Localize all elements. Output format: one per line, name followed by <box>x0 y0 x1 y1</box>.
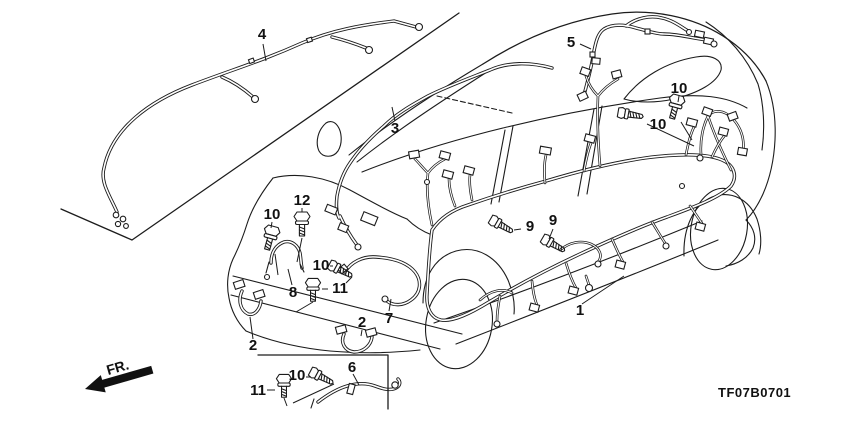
side-mirror <box>316 121 342 157</box>
callout-5: 5 <box>567 34 575 51</box>
grommet-harness-8 <box>263 239 305 281</box>
diagram-code: TF07B0701 <box>718 385 791 400</box>
callout-10-e: 10 <box>289 367 306 384</box>
callout-10-a: 10 <box>671 80 688 97</box>
inset-boundary-lines <box>60 12 460 241</box>
roof-wire-harness-4 <box>101 19 424 229</box>
quarter-window <box>623 55 722 103</box>
callout-10-c: 10 <box>264 206 281 223</box>
leader-lines <box>249 43 695 407</box>
callout-11-b: 11 <box>250 382 266 399</box>
callout-4: 4 <box>258 26 267 43</box>
fr-direction-arrow: FR. <box>85 356 154 393</box>
callout-3: 3 <box>391 120 399 137</box>
callout-11-a: 11 <box>332 280 348 297</box>
sub-cord-harness-7 <box>337 255 422 307</box>
callout-6: 6 <box>348 359 356 376</box>
front-wheel <box>425 278 493 370</box>
fr-label: FR. <box>104 356 130 378</box>
callout-8: 8 <box>289 284 297 301</box>
callout-1: 1 <box>576 302 584 319</box>
rear-roof-harness-5 <box>576 15 718 103</box>
screw-icon <box>487 213 516 238</box>
bolt-icon <box>293 211 311 237</box>
callout-2-a: 2 <box>249 337 257 354</box>
callout-9-a: 9 <box>526 218 534 235</box>
bumper-harness-2-right <box>334 324 378 354</box>
callout-12: 12 <box>294 192 311 209</box>
callout-10-d: 10 <box>313 257 330 274</box>
arrow-icon <box>85 365 154 393</box>
screw-icon <box>326 258 356 282</box>
inset-box <box>257 354 389 410</box>
screw-icon <box>616 106 645 123</box>
sub-cord-harness-6 <box>310 377 402 409</box>
callout-10-b: 10 <box>650 116 667 133</box>
floor-wire-harness-1 <box>407 57 749 328</box>
fasteners <box>258 92 687 398</box>
callout-9-b: 9 <box>549 212 557 229</box>
bumper-harness-2-left <box>232 278 266 317</box>
screw-icon <box>539 232 568 257</box>
callout-2-b: 2 <box>358 314 366 331</box>
callout-7: 7 <box>385 310 393 327</box>
callout-labels: 4 3 5 10 10 12 10 10 8 11 7 2 2 9 9 1 6 … <box>249 26 688 399</box>
instrument-panel-harness-3 <box>324 62 554 251</box>
car-body-outline <box>227 11 776 370</box>
